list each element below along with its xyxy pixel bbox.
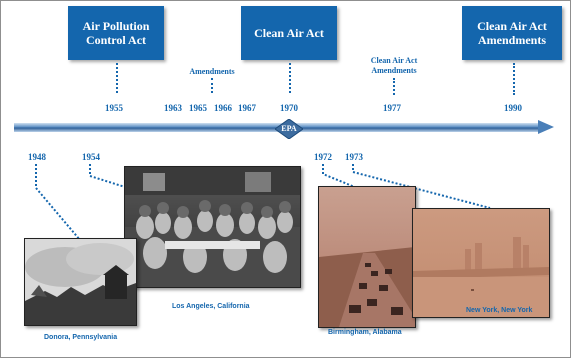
connector-1977 bbox=[393, 78, 395, 95]
year-1990: 1990 bbox=[504, 103, 522, 113]
leader-1948 bbox=[35, 164, 81, 241]
act-box-clean-air-act: Clean Air Act bbox=[241, 6, 337, 60]
caption-birmingham: Birmingham, Alabama bbox=[328, 329, 402, 336]
photo-los-angeles bbox=[124, 166, 301, 288]
leader-1972 bbox=[322, 164, 363, 191]
caption-los-angeles: Los Angeles, California bbox=[172, 303, 250, 310]
year-1967: 1967 bbox=[238, 103, 256, 113]
act-box-clean-air-act-amendments-1990: Clean Air Act Amendments bbox=[462, 6, 562, 60]
connector-amendments bbox=[211, 78, 213, 93]
act-label: Clean Air Act bbox=[254, 26, 324, 40]
leader-1954 bbox=[89, 164, 126, 188]
connector-1990 bbox=[513, 63, 515, 95]
connector-1970 bbox=[289, 63, 291, 93]
event-year-1972: 1972 bbox=[314, 152, 332, 162]
caption-donora: Donora, Pennsylvania bbox=[44, 334, 118, 341]
act-label: Air Pollution Control Act bbox=[82, 19, 150, 47]
epa-label: EPA bbox=[281, 124, 297, 133]
caption-new-york: New York, New York bbox=[466, 307, 533, 314]
photo-new-york bbox=[412, 208, 550, 318]
event-year-1954: 1954 bbox=[82, 152, 100, 162]
connector-1955 bbox=[116, 63, 118, 93]
timeline-arrowhead bbox=[538, 120, 554, 134]
year-1955: 1955 bbox=[105, 103, 123, 113]
act-box-air-pollution-control: Air Pollution Control Act bbox=[68, 6, 164, 60]
act-label: Clean Air Act Amendments bbox=[477, 19, 547, 47]
leader-1973 bbox=[352, 164, 491, 209]
event-year-1948: 1948 bbox=[28, 152, 46, 162]
year-1965: 1965 bbox=[189, 103, 207, 113]
year-1966: 1966 bbox=[214, 103, 232, 113]
year-1963: 1963 bbox=[164, 103, 182, 113]
photo-birmingham bbox=[318, 186, 416, 328]
clean-air-act-amendments-1977-label: Clean Air Act Amendments bbox=[370, 56, 418, 75]
photo-donora bbox=[24, 238, 137, 326]
amendments-label: Amendments bbox=[189, 67, 235, 76]
event-year-1973: 1973 bbox=[345, 152, 363, 162]
year-1977: 1977 bbox=[383, 103, 401, 113]
year-1970: 1970 bbox=[280, 103, 298, 113]
epa-diamond bbox=[275, 119, 303, 139]
